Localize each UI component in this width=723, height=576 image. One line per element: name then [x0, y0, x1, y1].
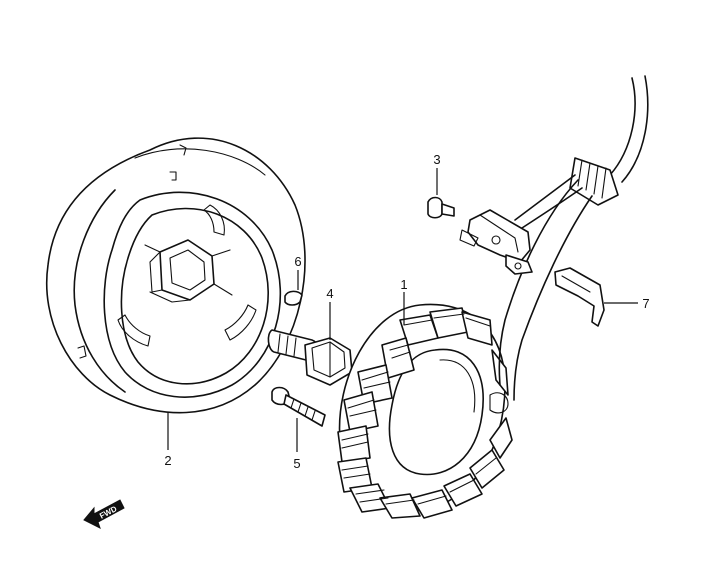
callout-4: 4	[326, 286, 333, 301]
rotor-flywheel	[46, 137, 306, 414]
stator-part	[337, 303, 513, 519]
stud-bolt-part	[271, 386, 326, 427]
callout-6: 6	[294, 254, 301, 269]
callout-5: 5	[293, 456, 300, 471]
callout-7: 7	[642, 296, 649, 311]
callout-3: 3	[433, 152, 440, 167]
fwd-arrow-icon: FWD	[83, 499, 125, 529]
callout-2: 2	[164, 453, 171, 468]
pickup-coil-part	[459, 209, 533, 275]
bolt-part	[267, 329, 353, 386]
clamp-part	[554, 267, 605, 327]
screw-part	[427, 196, 455, 219]
key-part	[284, 290, 303, 306]
wiring-harness	[498, 75, 649, 401]
callout-1: 1	[400, 277, 407, 292]
